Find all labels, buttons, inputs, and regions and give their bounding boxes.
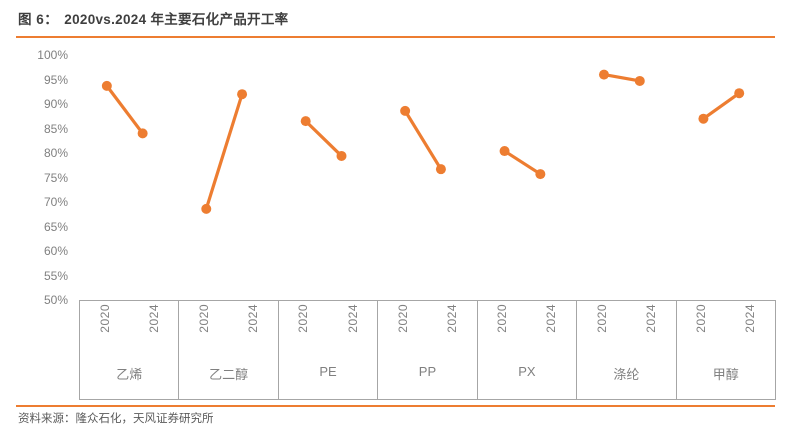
figure-label: 图 6：: [18, 12, 59, 27]
chart-data-point: [336, 150, 347, 161]
y-axis-tick-label: 50%: [43, 293, 68, 307]
source-note: 资料来源：隆众石化，天风证券研究所: [18, 413, 214, 425]
chart-data-point: [499, 146, 510, 157]
chart-data-point: [237, 89, 248, 100]
x-axis-line: [80, 300, 776, 301]
chart-line-segment: [603, 73, 641, 83]
x-axis-year-label: 2024: [146, 304, 161, 333]
y-axis-tick-label: 90%: [43, 97, 68, 111]
chart-data-point: [101, 80, 112, 91]
chart-line-segment: [304, 120, 343, 158]
x-axis-year-labels: 2020 2024: [279, 300, 377, 362]
chart-line-segment: [403, 110, 443, 171]
chart-data-point: [698, 113, 709, 124]
x-axis-year-labels: 2020 2024: [80, 300, 178, 362]
y-axis-tick-label: 60%: [43, 244, 68, 258]
x-axis-year-label: 2020: [694, 304, 709, 333]
x-axis-year-labels: 2020 2024: [577, 300, 675, 362]
x-axis-year-labels: 2020 2024: [378, 300, 476, 362]
x-axis-category-label: PP: [418, 364, 437, 379]
x-axis-year-label: 2020: [594, 304, 609, 333]
x-axis-year-label: 2020: [97, 304, 112, 333]
x-axis-group: 2020 2024 乙烯: [79, 300, 180, 400]
x-axis-year-label: 2020: [197, 304, 212, 333]
chart-data-point: [201, 203, 212, 214]
page-title: 2020vs.2024 年主要石化产品开工率: [64, 12, 289, 27]
x-axis-category-label: 涤纶: [613, 367, 640, 382]
y-axis-tick-label: 65%: [43, 219, 68, 234]
chart-line-segment: [105, 84, 144, 135]
x-axis-group: 2020 2024 涤纶: [576, 300, 677, 400]
y-axis-tick-label: 55%: [43, 268, 68, 283]
y-axis-tick-label: 70%: [43, 195, 68, 209]
x-axis-year-label: 2024: [345, 304, 360, 333]
chart-data-point: [598, 69, 609, 80]
footer-divider: [16, 405, 775, 407]
x-axis-category-label: PX: [518, 364, 536, 379]
x-axis-year-labels: 2020 2024: [179, 300, 277, 362]
x-axis-year-label: 2024: [445, 304, 460, 333]
x-axis-category-label: 乙烯: [116, 367, 143, 382]
x-axis-category-label: 乙二醇: [209, 367, 249, 382]
x-axis-group: 2020 2024 甲醇: [675, 300, 776, 400]
x-axis-group: 2020 2024 乙二醇: [178, 300, 279, 400]
y-axis-tick-label: 100%: [37, 48, 68, 62]
chart-line-segment: [702, 91, 741, 121]
x-axis-year-label: 2020: [296, 304, 311, 333]
x-axis-category-label: 甲醇: [712, 367, 739, 382]
x-axis-year-labels: 2020 2024: [677, 300, 775, 362]
x-axis-category-label: PE: [319, 364, 337, 379]
chart-data-point: [400, 105, 411, 116]
x-axis-year-labels: 2020 2024: [478, 300, 576, 362]
y-axis-tick-label: 75%: [43, 170, 68, 185]
chart-data-point: [634, 75, 645, 86]
chart-data-point: [300, 116, 311, 127]
y-axis-tick-label: 80%: [43, 146, 68, 160]
x-axis-year-label: 2020: [495, 304, 510, 333]
chart-line-segment: [204, 93, 244, 210]
y-axis-labels: 100% 95% 90% 85% 80% 75% 70% 65% 60% 55% 50%: [0, 40, 76, 307]
chart-data-point: [435, 164, 446, 175]
x-axis-year-label: 2024: [246, 304, 261, 333]
y-axis-tick-label: 95%: [43, 72, 68, 87]
chart-data-point: [137, 128, 148, 139]
x-axis-year-label: 2024: [743, 304, 758, 333]
x-axis-year-label: 2024: [544, 304, 559, 333]
x-axis-year-label: 2020: [395, 304, 410, 333]
chart-data-point: [734, 88, 745, 99]
x-axis-year-label: 2024: [643, 304, 658, 333]
title-divider-top: [16, 36, 775, 38]
y-axis-tick-label: 85%: [43, 121, 68, 136]
chart-data-point: [535, 169, 546, 180]
chart-title-bar: 图 6： 2020vs.2024 年主要石化产品开工率: [0, 0, 791, 36]
chart-line-segment: [503, 149, 542, 176]
